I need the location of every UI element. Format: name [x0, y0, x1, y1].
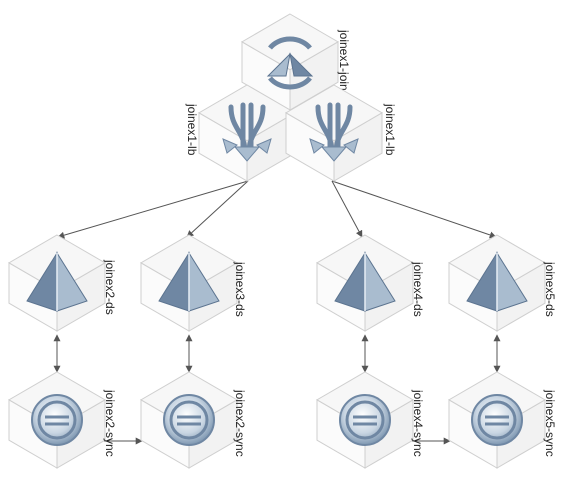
- node-label: joinex5-ds: [543, 261, 557, 317]
- cube-face: [285, 84, 383, 142]
- node-ds4[interactable]: joinex4-ds: [316, 234, 425, 332]
- edge-lb_right-to-ds4: [331, 180, 363, 238]
- pyramid-icon: [334, 251, 396, 312]
- node-sync5[interactable]: joinex5-sync: [448, 371, 557, 469]
- edge-lb_right-to-ds5: [331, 180, 497, 239]
- cube-face: [198, 84, 296, 142]
- node-label: joinex4-ds: [411, 261, 425, 317]
- node-label: joinex2-sync: [103, 389, 117, 457]
- edge-lb_left-to-ds2: [57, 180, 249, 239]
- node-label: joinex1-join: [337, 29, 351, 91]
- node-label: joinex2-ds: [103, 259, 117, 315]
- node-ds3[interactable]: joinex3-ds: [140, 234, 247, 332]
- join-rotate-icon: [266, 36, 314, 90]
- cube-face: [241, 13, 339, 71]
- node-ds5[interactable]: joinex5-ds: [448, 234, 557, 332]
- node-label: joinex2-sync: [233, 389, 247, 457]
- sync-disc-icon: [163, 394, 215, 446]
- sync-disc-icon: [471, 394, 523, 446]
- node-sync2a[interactable]: joinex2-sync: [8, 371, 117, 469]
- node-ds2[interactable]: joinex2-ds: [8, 234, 117, 332]
- node-label: joinex4-sync: [411, 389, 425, 457]
- edge-lb_left-to-ds3: [186, 180, 249, 238]
- node-lb_right[interactable]: joinex1-lb: [285, 84, 397, 182]
- node-label: joinex5-sync: [543, 389, 557, 457]
- node-join[interactable]: joinex1-join: [241, 13, 351, 111]
- pyramid-icon: [466, 251, 528, 312]
- node-sync4[interactable]: joinex4-sync: [316, 371, 425, 469]
- merge-arrows-icon: [222, 102, 272, 162]
- node-label: joinex3-ds: [233, 261, 247, 317]
- nodes-layer: joinex1-join joinex1-lb joinex1-lb joinex2-…: [8, 13, 557, 469]
- merge-arrows-icon: [309, 102, 359, 162]
- pyramid-icon: [26, 251, 88, 312]
- node-label: joinex1-lb: [383, 103, 397, 156]
- edges-layer: [53, 180, 501, 445]
- node-lb_left[interactable]: joinex1-lb: [185, 84, 296, 182]
- node-label: joinex1-lb: [185, 103, 199, 156]
- node-sync2b[interactable]: joinex2-sync: [140, 371, 247, 469]
- sync-disc-icon: [339, 394, 391, 446]
- pyramid-icon: [158, 251, 220, 312]
- sync-disc-icon: [31, 394, 83, 446]
